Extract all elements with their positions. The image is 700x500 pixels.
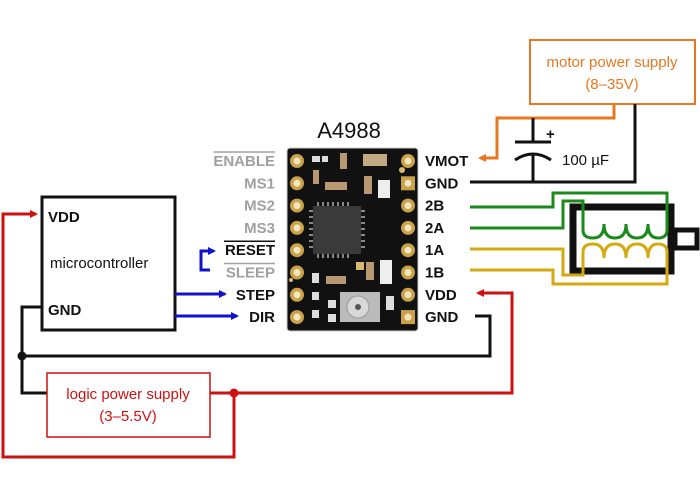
pin-hole <box>404 313 412 321</box>
pin-hole <box>404 269 412 276</box>
header-pins <box>290 154 415 325</box>
pin-label-gnd: GND <box>425 309 459 326</box>
logic-gnd-wire <box>22 314 492 358</box>
logic-power-supply-label: logic power supply <box>66 386 190 403</box>
pin-label-2b: 2B <box>425 198 444 215</box>
capacitor: + 100 µF <box>514 118 609 182</box>
pin-hole <box>293 202 301 210</box>
pin-label-ms2: MS2 <box>244 198 275 215</box>
stepper-motor <box>569 203 700 275</box>
pin-label-enable: ENABLE <box>213 153 275 170</box>
pin-label-step: STEP <box>236 287 275 304</box>
pin-hole <box>404 291 412 299</box>
microcontroller-vdd-pin: VDD <box>48 209 80 226</box>
driver-title: A4988 <box>317 118 381 143</box>
motor-power-supply-label: motor power supply <box>547 54 678 71</box>
pin-label-vmot: VMOT <box>425 153 468 170</box>
coil-a <box>470 242 669 286</box>
microcontroller: VDD microcontroller GND <box>40 195 177 332</box>
pin-hole <box>293 291 301 299</box>
pin-hole <box>293 246 301 254</box>
pin-hole <box>293 157 301 165</box>
vdd-junction <box>229 388 239 398</box>
pin-hole <box>404 202 412 210</box>
microcontroller-label: microcontroller <box>50 255 148 272</box>
pin-label-2a: 2A <box>425 220 444 237</box>
pin-label-ms1: MS1 <box>244 175 275 192</box>
pin-label-reset: RESET <box>225 242 275 259</box>
vmot-wire <box>478 104 616 162</box>
motor-power-supply: motor power supply (8–35V) <box>529 39 696 105</box>
reset-sleep-jumper <box>199 247 216 272</box>
pin-label-gnd: GND <box>425 175 459 192</box>
pin-label-dir: DIR <box>249 309 275 326</box>
ground-junction <box>17 351 27 361</box>
pin-hole <box>293 179 301 187</box>
pin-hole <box>404 246 412 254</box>
logic-power-supply: logic power supply (3–5.5V) <box>46 372 211 438</box>
motor-power-supply-voltage: (8–35V) <box>585 76 638 93</box>
driver-vdd-wire <box>210 289 514 395</box>
pin-hole <box>293 313 301 321</box>
pin-label-1a: 1A <box>425 242 444 259</box>
coil-b <box>470 191 669 240</box>
pin-label-sleep: SLEEP <box>226 265 275 282</box>
capacitor-polarity: + <box>546 126 555 143</box>
pin-label-vdd: VDD <box>425 287 457 304</box>
right-pin-labels: VMOT GND 2B 2A 1A 1B VDD GND <box>425 153 468 326</box>
pin-hole <box>293 224 301 232</box>
driver-ic <box>313 206 361 254</box>
pin-hole <box>404 224 412 232</box>
capacitor-value: 100 µF <box>562 152 609 169</box>
a4988-board <box>286 147 419 332</box>
pin-hole <box>404 179 412 187</box>
pin-label-1b: 1B <box>425 265 444 282</box>
motor-gnd-wire <box>470 104 637 184</box>
mcu-gnd-wire <box>20 305 47 395</box>
logic-power-supply-voltage: (3–5.5V) <box>99 408 157 425</box>
pin-hole <box>404 157 412 165</box>
pin-label-ms3: MS3 <box>244 220 275 237</box>
pin-hole <box>293 269 301 276</box>
microcontroller-gnd-pin: GND <box>48 302 82 319</box>
mcu-vdd-wire <box>1 210 236 459</box>
